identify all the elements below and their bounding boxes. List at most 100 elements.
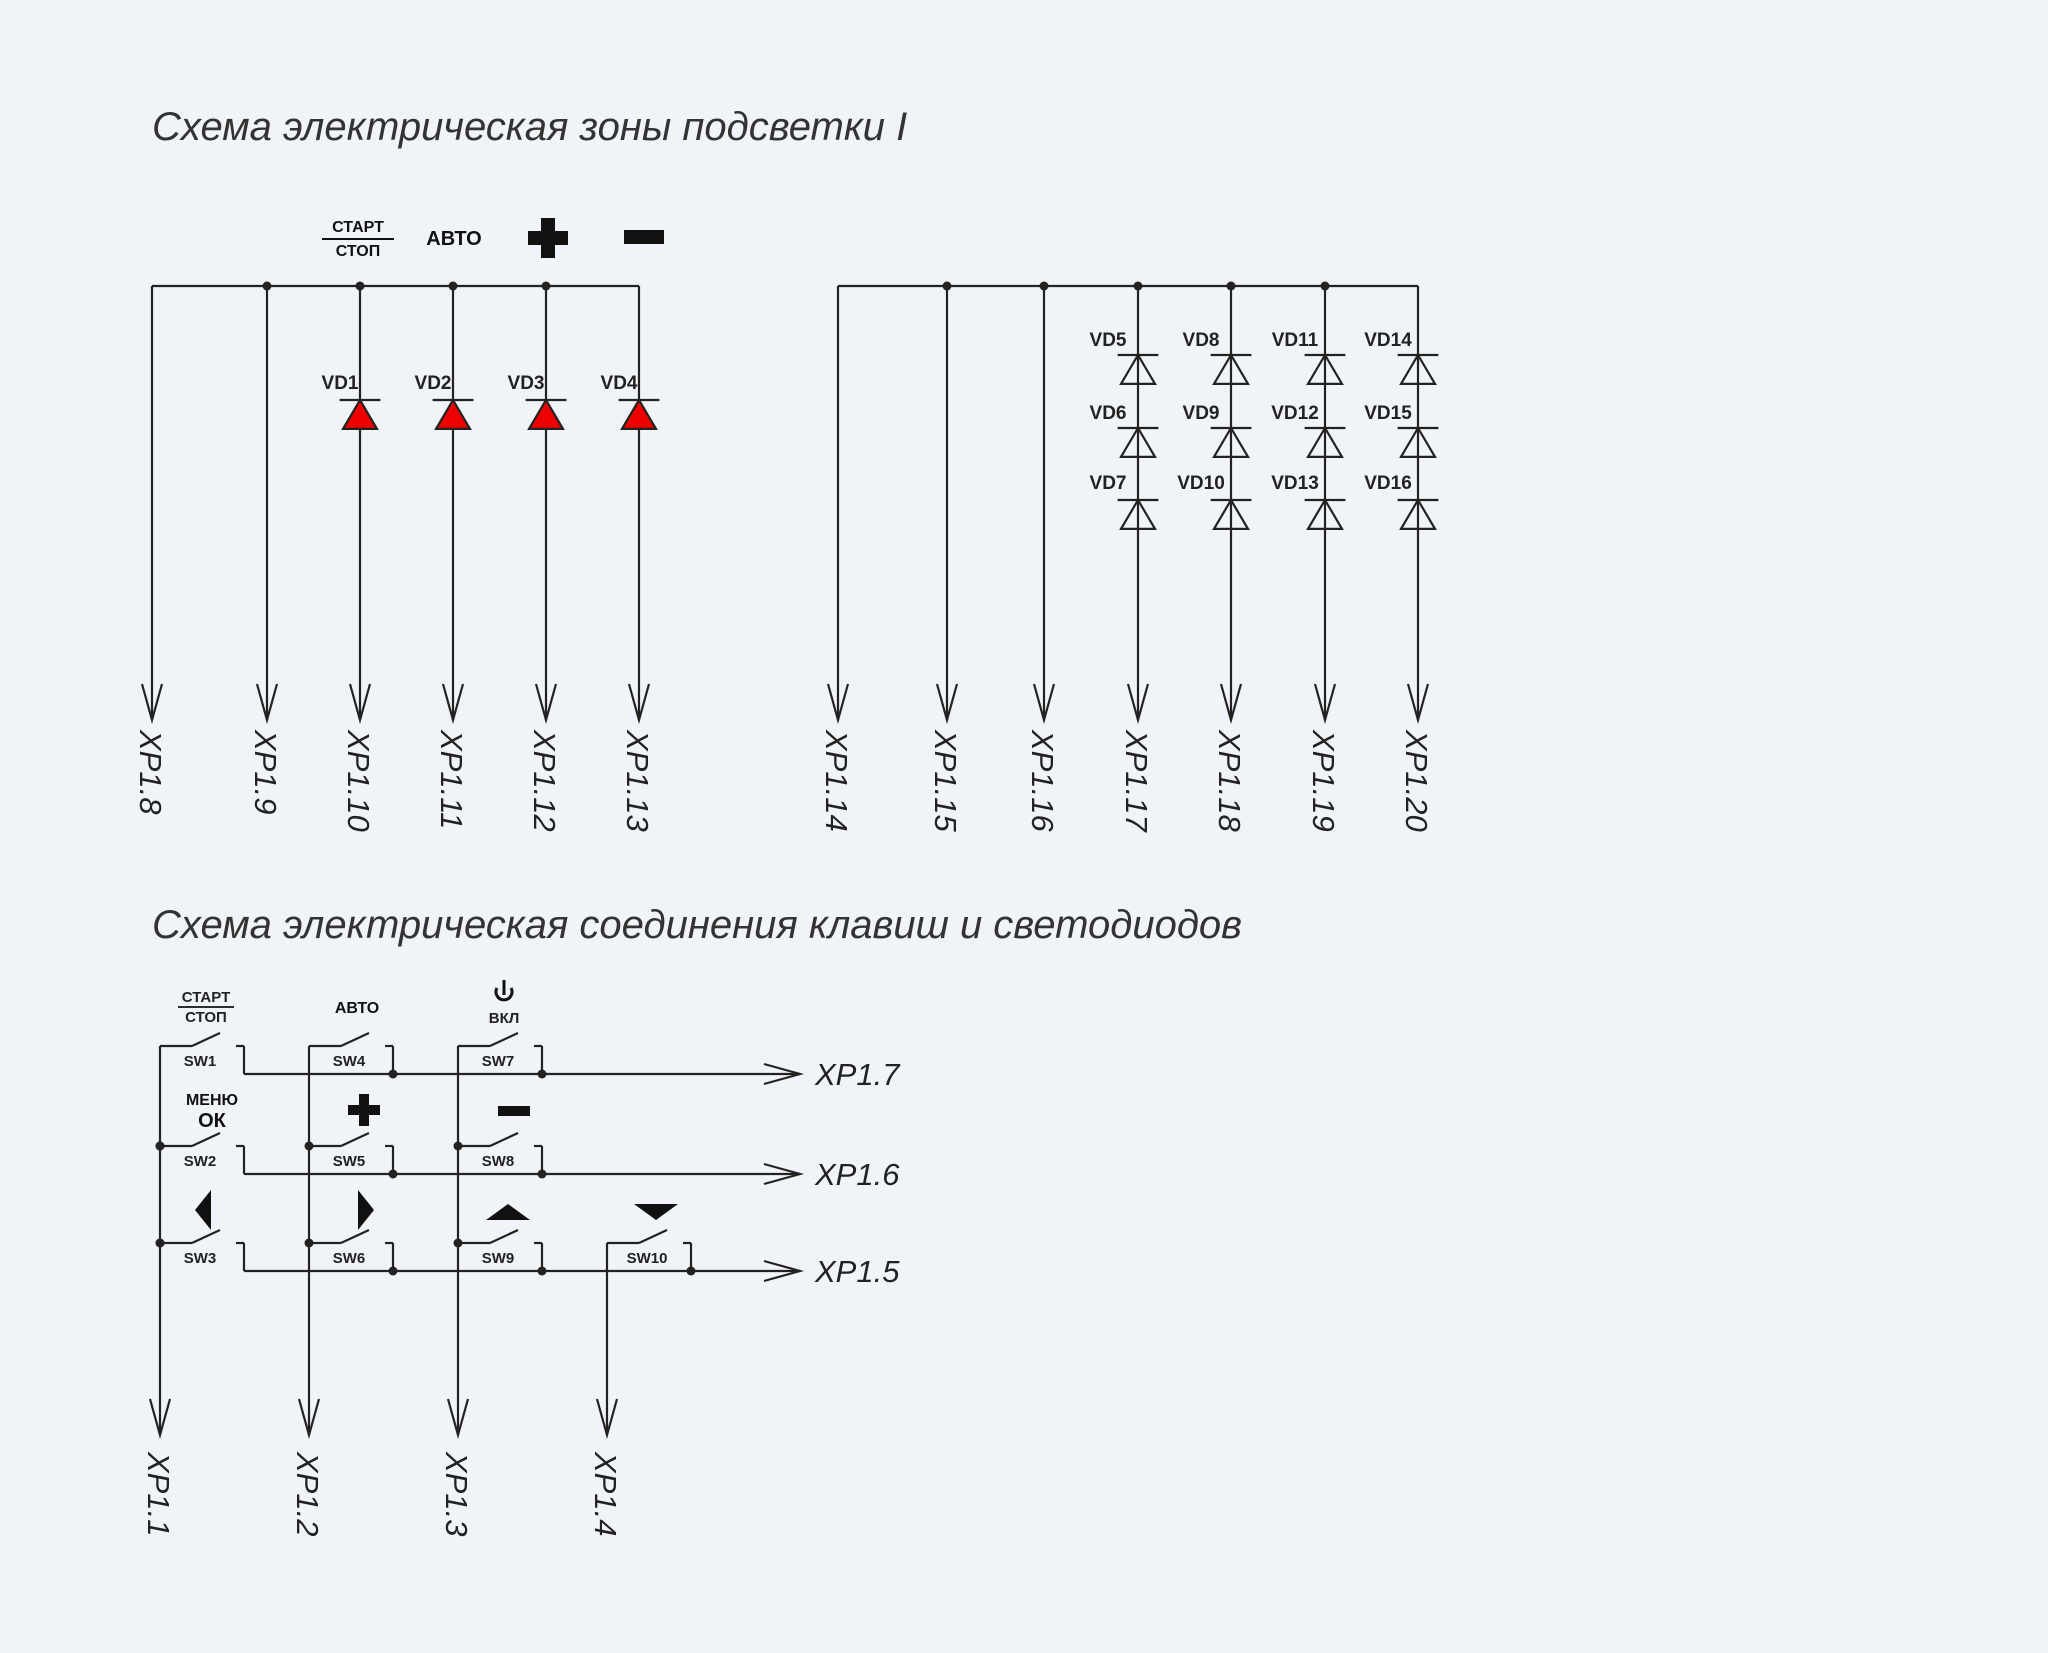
- connector-label: XP1.16: [1025, 729, 1060, 832]
- connector-arrow: [255, 683, 279, 725]
- switch-lever: [340, 1132, 370, 1147]
- connector-arrow: [148, 1398, 172, 1440]
- diode-vd7: [1117, 497, 1159, 531]
- diode-triangle: [1212, 497, 1250, 531]
- switch-lever: [191, 1032, 221, 1047]
- switch-sw8: SW8: [453, 1132, 547, 1179]
- diode-triangle: [1399, 497, 1437, 531]
- connector-label: XP1.2: [290, 1451, 325, 1536]
- led-label: VD4: [601, 373, 638, 394]
- switch-label: SW6: [333, 1250, 366, 1267]
- stop-label-2: СТОП: [185, 1009, 227, 1026]
- diagram1-title: Схема электрическая зоны подсветки I: [152, 105, 907, 149]
- led-label: VD3: [508, 373, 545, 394]
- connector-arrow: [140, 683, 164, 725]
- connector-label: XP1.15: [928, 729, 963, 832]
- row-junction: [537, 1266, 547, 1276]
- switch-lever: [489, 1229, 519, 1244]
- row-junction: [388, 1169, 398, 1179]
- column-junction: [453, 1141, 463, 1151]
- power-icon: [494, 980, 514, 1002]
- right-arrow-icon: [358, 1190, 374, 1230]
- diode-triangle: [1306, 425, 1344, 458]
- led-label: VD1: [322, 373, 359, 394]
- diode-triangle: [1212, 425, 1250, 458]
- minus-icon-2: [498, 1106, 530, 1116]
- switch-label: SW5: [333, 1153, 366, 1170]
- switch-sw1: SW1: [160, 1032, 246, 1074]
- connector-label: XP1.17: [1119, 729, 1154, 833]
- led-vd2: [432, 397, 474, 430]
- connector-arrow: [1313, 683, 1337, 725]
- start-label-2: СТАРТ: [182, 989, 230, 1006]
- diode-label: VD5: [1090, 330, 1127, 351]
- connector-arrow: [595, 1398, 619, 1440]
- menu-key-label: МЕНЮ: [186, 1092, 238, 1109]
- switch-lever: [638, 1229, 668, 1244]
- diode-vd12: [1304, 425, 1346, 458]
- diode-label: VD15: [1364, 403, 1412, 424]
- connector-label: XP1.11: [434, 729, 469, 829]
- connector-arrow: [763, 1062, 805, 1086]
- start-label: СТАРТ: [332, 219, 384, 236]
- diode-label: VD7: [1090, 473, 1127, 494]
- connector-label: XP1.20: [1399, 729, 1434, 832]
- row-junction: [388, 1266, 398, 1276]
- row-junction: [388, 1069, 398, 1079]
- diagram2-title: Схема электрическая соединения клавиш и …: [152, 903, 1242, 947]
- diode-triangle: [1119, 425, 1157, 458]
- diode-vd14: [1397, 352, 1439, 385]
- switch-lever: [191, 1132, 221, 1147]
- led-label: VD2: [415, 373, 452, 394]
- switch-label: SW7: [482, 1053, 515, 1070]
- column-junction: [155, 1141, 165, 1151]
- diode-triangle: [1212, 352, 1250, 385]
- plus-icon-2: [348, 1094, 380, 1126]
- up-arrow-icon: [486, 1204, 530, 1220]
- switch-sw2: SW2: [155, 1132, 246, 1174]
- connector-arrow: [441, 683, 465, 725]
- diode-label: VD14: [1364, 330, 1412, 351]
- connector-arrow: [1032, 683, 1056, 725]
- connector-arrow: [935, 683, 959, 725]
- diode-vd16: [1397, 497, 1439, 531]
- switch-sw6: SW6: [304, 1229, 398, 1276]
- diode-triangle: [1306, 352, 1344, 385]
- right-diode-group: XP1.14 XP1.15 XP1.16 XP1.17 XP1.18 XP1.19 XP1.…: [819, 281, 1439, 833]
- switch-sw3: SW3: [155, 1229, 246, 1271]
- connector-arrow: [763, 1259, 805, 1283]
- down-arrow-icon: [634, 1204, 678, 1220]
- connector-label: XP1.8: [133, 729, 168, 815]
- connector-label: XP1.19: [1306, 729, 1341, 832]
- ok-key-label: ОК: [198, 1110, 227, 1132]
- minus-icon: [624, 230, 664, 244]
- switch-lever: [489, 1032, 519, 1047]
- diode-triangle: [527, 397, 565, 430]
- connector-label: XP1.13: [620, 729, 655, 832]
- led-vd3: [525, 397, 567, 430]
- connector-arrow: [534, 683, 558, 725]
- plus-icon: [528, 218, 568, 258]
- connector-arrow: [1126, 683, 1150, 725]
- connector-label: XP1.6: [814, 1157, 900, 1192]
- row-junction: [537, 1169, 547, 1179]
- diode-vd5: [1117, 352, 1159, 385]
- diode-triangle: [341, 397, 379, 430]
- connector-label: XP1.14: [819, 729, 854, 832]
- connector-arrow: [446, 1398, 470, 1440]
- diode-label: VD16: [1364, 473, 1412, 494]
- connector-arrow: [826, 683, 850, 725]
- connector-label: XP1.18: [1212, 729, 1247, 832]
- diode-vd10: [1210, 497, 1252, 531]
- diode-triangle: [1119, 352, 1157, 385]
- connector-label: XP1.3: [439, 1451, 474, 1536]
- connector-arrow: [1219, 683, 1243, 725]
- diode-triangle: [1306, 497, 1344, 531]
- switch-sw9: SW9: [453, 1229, 547, 1276]
- row-junction: [686, 1266, 696, 1276]
- diode-vd11: [1304, 352, 1346, 385]
- diode-vd8: [1210, 352, 1252, 385]
- diode-label: VD13: [1271, 473, 1319, 494]
